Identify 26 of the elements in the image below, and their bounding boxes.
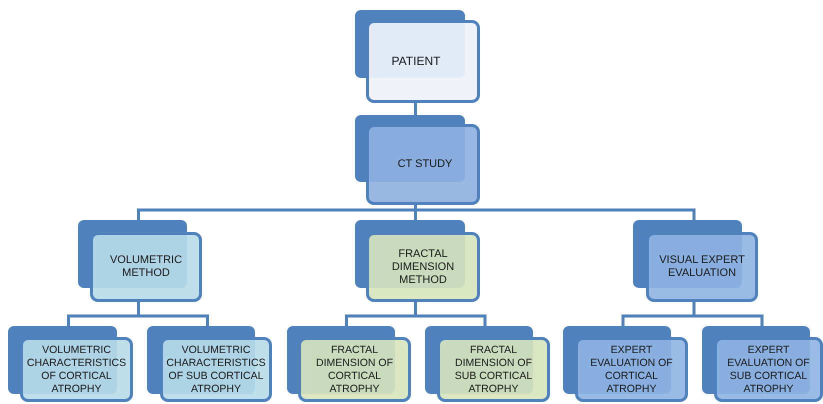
connector-line: [137, 302, 209, 326]
box-label: VISUAL EXPERT EVALUATION: [658, 254, 746, 280]
org-chart-box: [147, 326, 272, 402]
box-label: VOLUMETRIC CHARACTERISTICS OF SUB CORTICAL ATROPHY: [165, 344, 267, 396]
connector-line: [414, 302, 486, 326]
org-chart-box: [563, 326, 688, 402]
org-chart-box: [287, 326, 411, 402]
box-label: EXPERT EVALUATION OF SUB CORTICAL ATROPHY: [726, 344, 811, 396]
box-label: PATIENT: [390, 55, 442, 68]
org-chart-box: [8, 326, 133, 402]
org-chart-box: [702, 326, 823, 402]
connector-line: [414, 103, 417, 115]
connector-line: [692, 302, 764, 326]
org-chart-box: [355, 220, 480, 302]
box-label: VOLUMETRIC METHOD: [108, 254, 184, 280]
box-label: VOLUMETRIC CHARACTERISTICS OF CORTICAL ATROPHY: [26, 344, 128, 396]
org-chart-box: [425, 326, 550, 402]
org-chart-box: [355, 10, 480, 103]
org-chart-box: [78, 220, 202, 302]
org-chart-box: [355, 115, 480, 205]
org-chart-box: [633, 220, 758, 302]
box-label: CT STUDY: [396, 158, 452, 171]
box-label: EXPERT EVALUATION OF CORTICAL ATROPHY: [589, 344, 674, 396]
box-label: FRACTAL DIMENSION OF SUB CORTICAL ATROPHY: [454, 344, 534, 396]
box-label: FRACTAL DIMENSION METHOD: [390, 248, 456, 286]
box-label: FRACTAL DIMENSION OF CORTICAL ATROPHY: [314, 344, 394, 396]
